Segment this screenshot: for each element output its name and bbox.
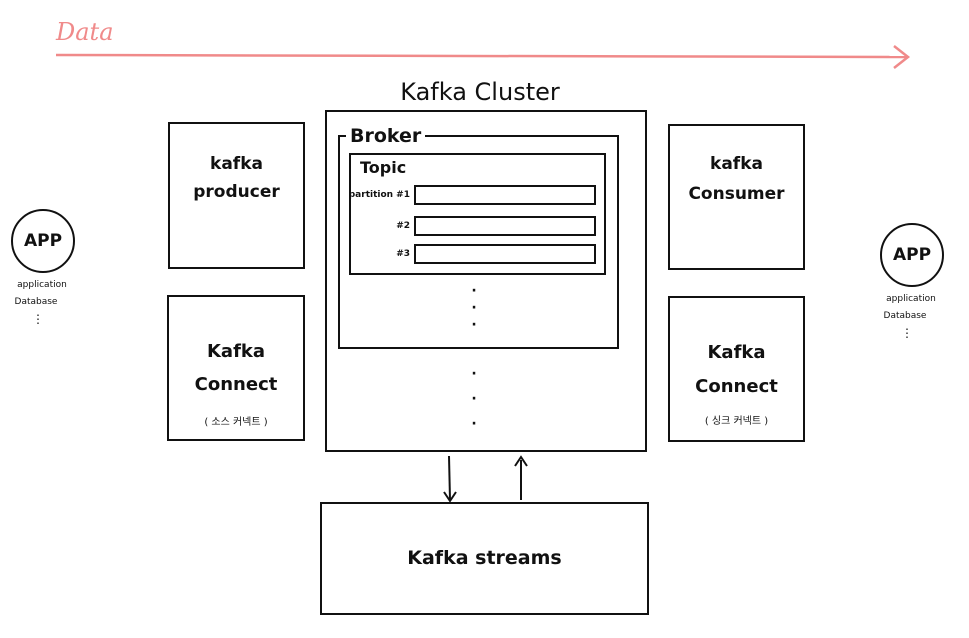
app-left-ellipsis: ⋮ (32, 312, 44, 326)
partition-3-bar (414, 244, 596, 264)
partition-3-label: #3 (396, 249, 410, 259)
connect-sink-note: ( 싱크 커넥트 ) (704, 416, 769, 427)
partition-1-bar (414, 185, 596, 205)
kafka-producer-box (168, 122, 305, 269)
partition-row-3: #3 (346, 244, 596, 264)
connect-source-line1: Kafka (206, 341, 266, 362)
kafka-connect-sink-box (668, 296, 805, 442)
arrow-up-icon (514, 455, 528, 500)
kafka-connect-source-box (167, 295, 305, 441)
kafka-streams-box (320, 502, 649, 615)
app-right-circle: APP (880, 223, 944, 287)
app-left-label: APP (23, 231, 63, 251)
broker-label: Broker (346, 125, 426, 147)
consumer-label-line1: kafka (710, 154, 763, 174)
consumer-label-line2: Consumer (688, 184, 785, 204)
connect-sink-line1: Kafka (707, 342, 766, 363)
app-right-label: APP (892, 245, 932, 265)
partition-row-1: partition #1 (346, 185, 596, 205)
app-left-sub2: Database (14, 297, 58, 307)
partition-2-bar (414, 216, 596, 236)
producer-label-line2: producer (193, 182, 280, 202)
arrow-down-icon (443, 455, 457, 503)
cluster-streams-arrows (443, 455, 528, 503)
data-flow-arrow (55, 45, 911, 69)
app-right-sub1: application (886, 294, 936, 304)
connect-source-note: ( 소스 커넥트 ) (204, 417, 268, 428)
partition-row-2: #2 (346, 216, 596, 236)
app-right-ellipsis: ⋮ (901, 326, 913, 340)
app-left-sub1: application (17, 280, 67, 290)
producer-label-line1: kafka (210, 154, 263, 174)
data-label: Data (56, 18, 114, 46)
partition-1-label: partition #1 (348, 190, 410, 200)
app-right-sub2: Database (883, 311, 927, 321)
broker-ellipsis: · · · (471, 283, 477, 333)
connect-source-line2: Connect (194, 374, 278, 395)
topic-label: Topic (360, 158, 407, 177)
connect-sink-line2: Connect (695, 376, 778, 397)
cluster-title: Kafka Cluster (400, 78, 560, 106)
partition-2-label: #2 (396, 221, 410, 231)
cluster-ellipsis: · · · (471, 366, 477, 432)
app-left-circle: APP (11, 209, 75, 273)
streams-label: Kafka streams (407, 547, 562, 569)
topic-box (349, 153, 606, 275)
kafka-consumer-box (668, 124, 805, 270)
